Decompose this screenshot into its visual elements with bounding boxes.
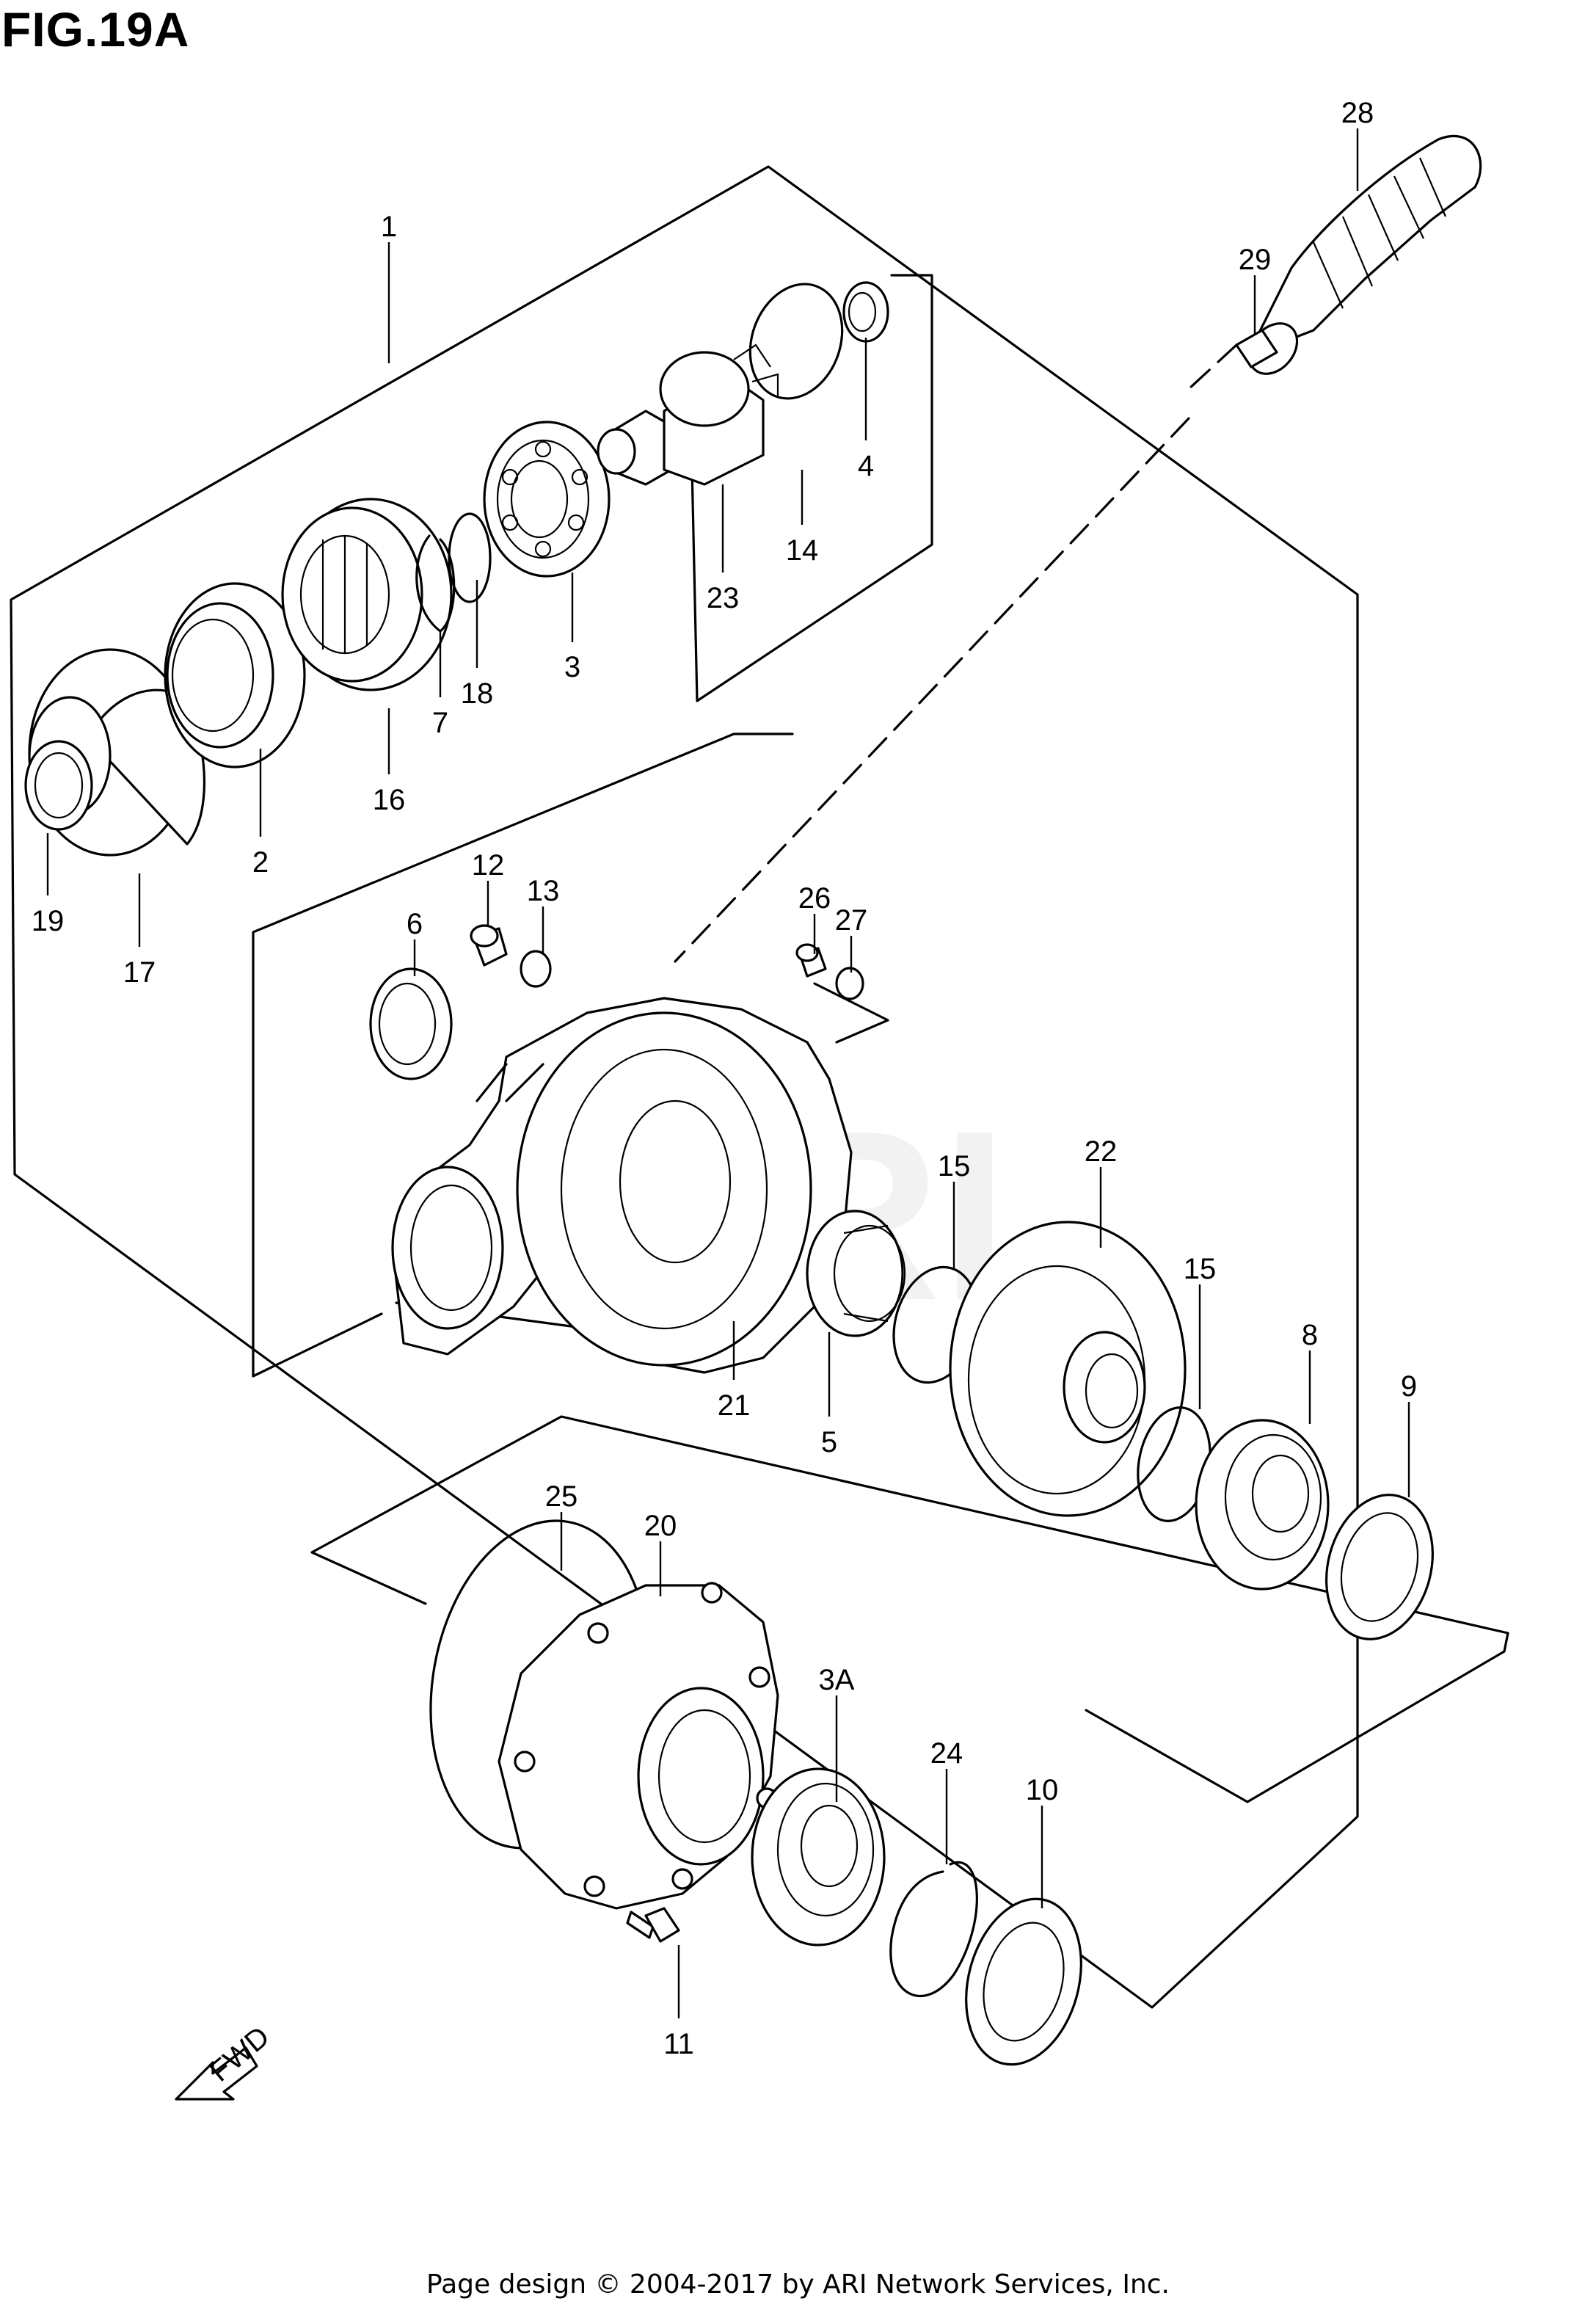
oil-seal-6 [369,967,453,1080]
bearing-3 [483,421,611,578]
o-ring-18 [448,512,492,603]
callout-10: 10 [1026,1774,1059,1806]
callout-28: 28 [1341,97,1374,129]
gasket-13 [520,950,552,988]
callout-3a: 3A [819,1664,855,1696]
callout-11: 11 [663,2028,694,2060]
figure-title: FIG.19A [1,2,190,57]
callout-20: 20 [644,1510,677,1542]
boot-dashed-line [674,343,1238,963]
oil-seal-10 [965,1897,1082,2066]
oil-seal-2 [164,582,306,768]
plug-26 [795,943,827,978]
needle-bearing-4 [842,281,889,343]
bearing-housing-16 [281,498,453,691]
callout-5: 5 [821,1426,837,1458]
callout-23: 23 [707,582,740,614]
pinion-gear-23 [597,343,779,486]
callout-6: 6 [407,908,423,940]
callout-16: 16 [373,784,406,816]
bearing-8 [1195,1419,1330,1591]
leader-lines [46,128,1410,2018]
callout-17: 17 [123,956,156,989]
callout-9: 9 [1401,1370,1417,1403]
callout-4: 4 [858,450,874,482]
needle-bearing-5 [806,1210,906,1337]
callout-22: 22 [1085,1135,1118,1168]
callout-26: 26 [798,882,831,915]
plug-12 [470,924,508,967]
fwd-arrow-icon: FWD [175,2021,276,2101]
callout-2: 2 [252,846,269,879]
callout-18: 18 [461,677,494,710]
callout-7: 7 [432,707,448,739]
boot-28 [1246,134,1482,375]
footer-copyright: Page design © 2004-2017 by ARI Network S… [426,2269,1170,2300]
callout-12: 12 [472,849,505,881]
callout-27: 27 [835,904,868,937]
callout-15-left: 15 [938,1150,971,1182]
callout-8: 8 [1302,1319,1318,1351]
callout-13: 13 [527,875,560,907]
callout-25: 25 [545,1480,578,1513]
assembly-outline-case [252,733,889,1378]
assembly-outline-1 [10,165,1359,2009]
callout-21: 21 [718,1389,751,1422]
callout-19: 19 [32,905,65,937]
gasket-27 [835,967,864,1000]
ring-gear-22 [949,1221,1187,1517]
callout-3: 3 [564,651,580,683]
o-ring-14 [748,283,844,400]
clamp-29 [1235,329,1278,368]
assembly-outline-upper [688,274,933,702]
bolt-11 [626,1907,680,1943]
output-hub [24,648,206,857]
circlip-24 [889,1861,978,1997]
callout-labels: 1 2 3 3A 4 5 6 7 8 9 10 11 12 13 14 15 1… [32,97,1417,2060]
bearing-3a [751,1767,886,1946]
cover-20 [498,1582,779,1910]
gear-case-21 [391,997,853,1374]
assembly-outline-lower [310,1415,1509,1803]
callout-14: 14 [786,534,819,567]
oil-seal-9 [1325,1494,1434,1640]
callout-24: 24 [930,1737,963,1770]
callout-29: 29 [1239,244,1272,276]
callout-15-right: 15 [1184,1253,1217,1285]
callout-1: 1 [381,211,397,243]
